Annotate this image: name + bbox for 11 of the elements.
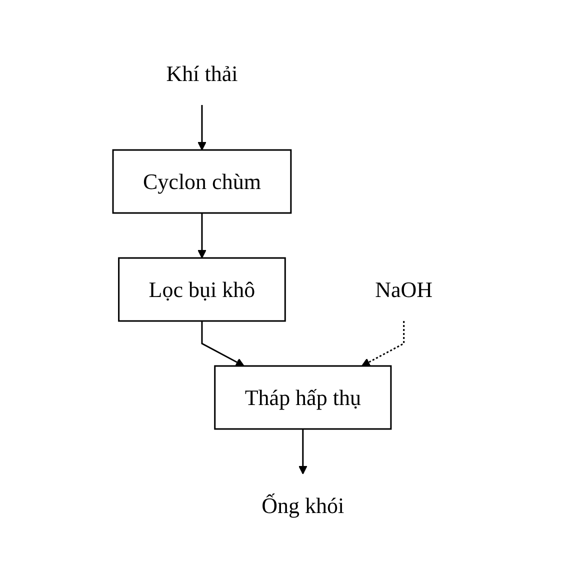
node-box: Lọc bụi khô (118, 256, 286, 322)
arrow (361, 320, 404, 366)
arrow (200, 320, 244, 366)
arrow (197, 212, 206, 258)
arrow (298, 428, 308, 474)
node-text: Ống khói (261, 492, 344, 518)
arrow (197, 104, 206, 150)
node-text: NaOH (374, 276, 432, 302)
node-box: Tháp hấp thụ (214, 364, 392, 430)
node-box: Cyclon chùm (112, 148, 292, 214)
node-text: Khí thải (166, 60, 238, 86)
